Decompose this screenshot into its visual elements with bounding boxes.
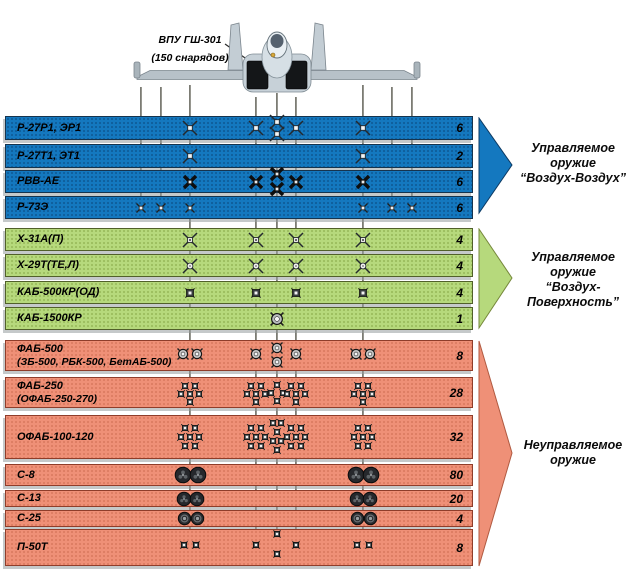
weapon-label-group: Р-27Р1, ЭР1: [6, 122, 81, 135]
weapon-count: 20: [449, 491, 463, 506]
weapon-label-group: РВВ-АЕ: [6, 175, 59, 188]
weapon-count: 32: [449, 430, 463, 444]
section-label-line: оружие: [550, 156, 596, 170]
weapon-row-band: КАБ-1500КР 1: [5, 307, 473, 330]
gun-annotation: ВПУ ГШ-301 (150 снарядов): [148, 31, 232, 67]
weapon-count: 2: [456, 149, 463, 163]
weapon-name: КАБ-1500КР: [17, 312, 82, 324]
weapon-label-group: Р-27Т1, ЭТ1: [6, 150, 80, 163]
weapon-count: 80: [449, 468, 463, 482]
weapon-row-band: С-13 20: [5, 490, 473, 507]
weapon-count: 6: [456, 174, 463, 189]
weapon-row-band: КАБ-500КР(ОД) 4: [5, 281, 473, 304]
weapon-name-variants: (ОФАБ-250-270): [17, 393, 98, 405]
weapon-row-band: Р-73Э 6: [5, 196, 473, 219]
weapon-count: 4: [456, 285, 463, 300]
section-arrow-guided-air-to-surface: [478, 228, 513, 330]
weapon-name: Р-73Э: [17, 201, 49, 213]
weapon-name: Р-27Р1, ЭР1: [17, 121, 82, 134]
weapon-row-band: ФАБ-250(ОФАБ-250-270) 28: [5, 377, 473, 408]
weapon-name-variants: (ЗБ-500, РБК-500, БетАБ-500): [17, 356, 172, 368]
weapon-name: Х-29Т(ТЕ,Л): [17, 259, 79, 271]
weapon-label-group: КАБ-1500КР: [6, 312, 82, 325]
gun-annotation-line2: (150 снарядов): [151, 52, 229, 64]
weapon-name: ОФАБ-100-120: [17, 430, 94, 443]
weapon-name: Р-27Т1, ЭТ1: [17, 149, 80, 162]
section-label-line: “Воздух-Воздух”: [520, 171, 626, 185]
weapon-count: 6: [456, 200, 463, 215]
weapon-count: 4: [456, 232, 463, 247]
weapon-label-group: ФАБ-250(ОФАБ-250-270): [6, 380, 97, 405]
aircraft-front-view: [133, 22, 421, 93]
weapon-label-group: П-50Т: [6, 541, 48, 554]
weapon-row-band: РВВ-АЕ 6: [5, 170, 473, 193]
weapon-row-band: П-50Т 8: [5, 529, 473, 566]
section-label-line: Поверхность”: [526, 295, 620, 309]
gun-annotation-line1: ВПУ ГШ-301: [158, 34, 222, 46]
weapon-name: КАБ-500КР(ОД): [17, 286, 100, 298]
weapon-label-group: С-8: [6, 469, 35, 482]
weapon-count: 8: [456, 540, 463, 555]
section-arrow-guided-air-to-air: [478, 117, 513, 215]
section-label-line: Управляемое: [531, 141, 615, 155]
weapon-name: С-25: [17, 512, 41, 524]
section-label-line: оружие: [550, 265, 596, 279]
section-label-line: “Воздух-: [545, 280, 601, 294]
weapon-label-group: С-25: [6, 512, 41, 525]
weapon-name: РВВ-АЕ: [17, 175, 60, 187]
weapon-row-band: Р-27Р1, ЭР1 6: [5, 116, 473, 140]
weapon-name: Х-31А(П): [17, 233, 64, 245]
weapon-label-group: ОФАБ-100-120: [6, 431, 94, 444]
weapon-row-band: С-25 4: [5, 510, 473, 527]
weapon-label-group: КАБ-500КР(ОД): [6, 286, 99, 299]
weapon-count: 4: [456, 511, 463, 526]
weapon-label-group: Р-73Э: [6, 201, 48, 214]
weapon-count: 8: [456, 348, 463, 363]
weapon-label-group: ФАБ-500(ЗБ-500, РБК-500, БетАБ-500): [6, 343, 171, 368]
weapon-count: 28: [449, 385, 463, 400]
section-arrow-unguided: [478, 340, 513, 567]
weapon-count: 6: [456, 121, 463, 135]
section-label-line: оружие: [550, 453, 596, 467]
weapon-count: 4: [456, 258, 463, 273]
weapon-label-group: С-13: [6, 492, 41, 505]
weapon-row-band: ФАБ-500(ЗБ-500, РБК-500, БетАБ-500) 8: [5, 340, 473, 371]
weapon-row-band: Х-31А(П) 4: [5, 228, 473, 251]
weapon-label-group: Х-29Т(ТЕ,Л): [6, 259, 79, 272]
weapon-name: ФАБ-500: [17, 343, 63, 355]
weapon-name: С-13: [17, 492, 41, 504]
weapon-name: ФАБ-250: [17, 380, 63, 392]
weapon-row-band: ОФАБ-100-120 32: [5, 415, 473, 459]
weapon-count: 1: [456, 311, 463, 326]
weapon-row-band: Р-27Т1, ЭТ1 2: [5, 144, 473, 168]
weapon-name: С-8: [17, 468, 35, 481]
weapon-label-group: Х-31А(П): [6, 233, 63, 246]
section-label-line: Управляемое: [531, 250, 615, 264]
weapon-row-band: Х-29Т(ТЕ,Л) 4: [5, 254, 473, 277]
weapon-row-band: С-8 80: [5, 464, 473, 486]
weapon-name: П-50Т: [17, 541, 48, 553]
section-label-line: Неуправляемое: [523, 438, 623, 452]
